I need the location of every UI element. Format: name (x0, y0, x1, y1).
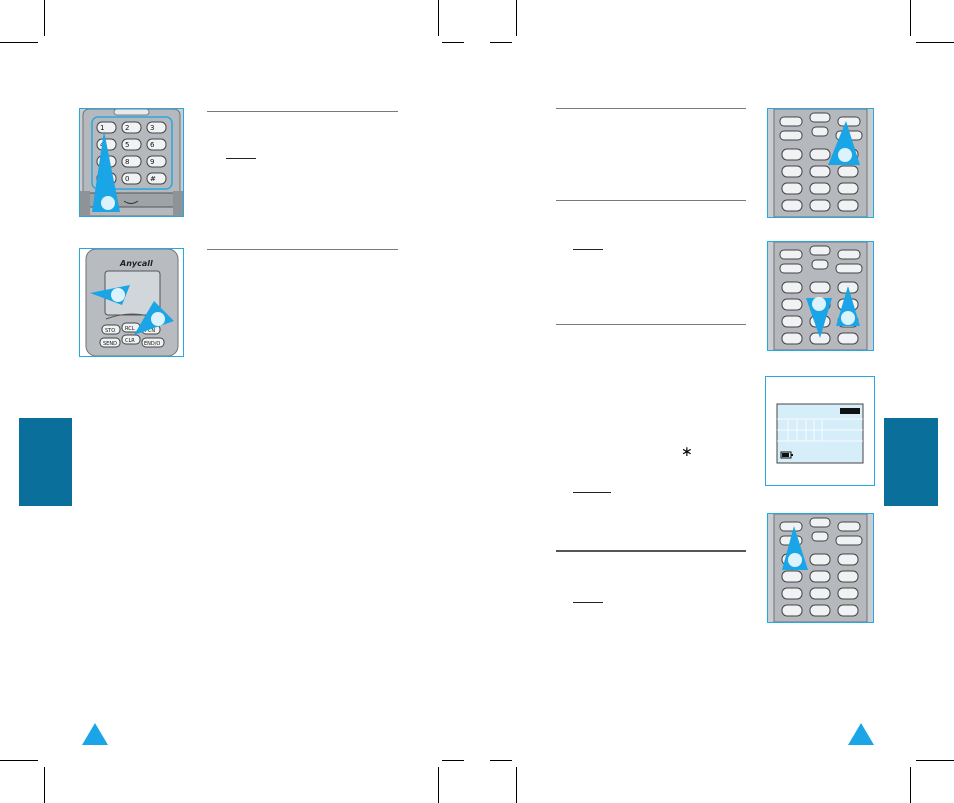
keypad-illustration (768, 109, 873, 217)
chapter-tab-left (19, 418, 72, 506)
chapter-tab-right (884, 418, 938, 506)
crop-mark (442, 760, 464, 761)
key-3: 3 (150, 124, 154, 132)
crop-mark (442, 42, 464, 43)
key-9: 9 (150, 158, 154, 166)
key-0: 0 (125, 175, 129, 183)
key-8: 8 (125, 158, 129, 166)
note-underline (573, 492, 611, 493)
key-2: 2 (125, 124, 129, 132)
key-5: 5 (125, 141, 129, 149)
crop-mark (490, 42, 512, 43)
crop-mark (516, 0, 517, 36)
pointer-arrow (828, 121, 860, 165)
key-1: 1 (100, 124, 104, 132)
sto-key-photo (767, 513, 874, 623)
key-hash: # (150, 175, 156, 183)
brand-logo: Anycall (119, 259, 153, 268)
section-rule (556, 108, 746, 109)
display-screen-illustration (765, 376, 875, 486)
keypad-two-arrows-photo (767, 241, 874, 351)
crop-mark (0, 760, 38, 761)
crop-mark (910, 767, 911, 803)
send-key: SEND (103, 341, 117, 347)
status-indicator (840, 408, 860, 414)
crop-mark (516, 767, 517, 803)
note-underline (573, 249, 603, 250)
keypad-illustration (768, 514, 873, 622)
note-underline (226, 158, 256, 159)
crop-mark (916, 42, 954, 43)
page-number-marker-left (82, 723, 108, 745)
rcl-key: RCL (125, 326, 135, 332)
crop-mark (910, 0, 911, 36)
keypad-illustration: 1 2 3 4 5 6 7 8 9 * 0 (80, 109, 183, 216)
page-number-marker-right (848, 723, 874, 745)
crop-mark (0, 42, 38, 43)
clr-key: CLR (125, 338, 135, 344)
crop-mark (44, 767, 45, 803)
key-6: 6 (150, 141, 155, 149)
phone-face-photo: Anycall STO RCL FCN SEND CLR END/O (79, 248, 184, 357)
phone-face-illustration: Anycall STO RCL FCN SEND CLR END/O (80, 249, 183, 356)
asterisk-symbol: ∗ (681, 443, 693, 459)
end-key: END/O (144, 341, 160, 347)
crop-mark (916, 760, 954, 761)
crop-mark (44, 0, 45, 36)
crop-mark (438, 767, 439, 803)
sto-key: STO (105, 328, 115, 334)
keypad-photo-left: 1 2 3 4 5 6 7 8 9 * 0 (79, 108, 184, 217)
pointer-arrow (92, 131, 120, 212)
fcn-key: FCN (145, 328, 155, 334)
pointer-arrow (806, 298, 832, 338)
fcn-key-photo (767, 108, 874, 218)
keypad-illustration (768, 242, 873, 350)
crop-mark (438, 0, 439, 36)
section-rule (207, 249, 398, 250)
crop-mark (490, 760, 512, 761)
section-rule (556, 200, 746, 201)
note-underline (573, 602, 603, 603)
section-rule (556, 324, 746, 325)
section-rule (556, 550, 746, 552)
section-rule (207, 111, 398, 112)
